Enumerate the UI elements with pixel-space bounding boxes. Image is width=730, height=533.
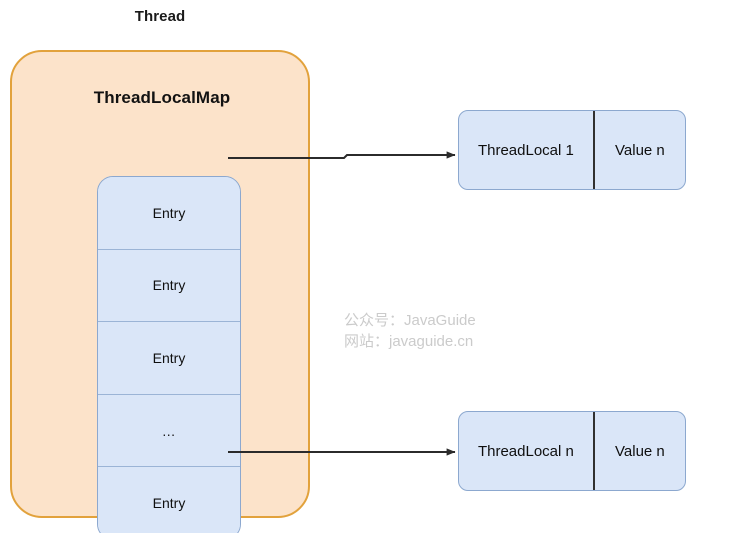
- watermark-line-1: 公众号：JavaGuide: [344, 312, 476, 329]
- entry-list-ellipsis: ...: [98, 394, 240, 468]
- threadlocalmap-entry-list: Entry Entry Entry ... Entry: [97, 176, 241, 533]
- threadlocal-value-n: Value n: [615, 442, 665, 460]
- entry-list-item: Entry: [98, 467, 240, 533]
- threadlocal-box-n: ThreadLocal n Value n: [458, 411, 686, 491]
- watermark-line-2: 网站：javaguide.cn: [344, 333, 474, 350]
- watermark: 公众号：JavaGuide 网站：javaguide.cn: [344, 310, 476, 352]
- threadlocal-key-n: ThreadLocal n: [459, 412, 595, 490]
- threadlocal-box-1: ThreadLocal 1 Value n: [458, 110, 686, 190]
- thread-title: Thread: [134, 8, 186, 25]
- threadlocalmap-title: ThreadLocalMap: [93, 88, 231, 107]
- threadlocal-value-1: Value n: [615, 141, 665, 159]
- entry-list-item: Entry: [98, 322, 240, 395]
- thread-container: ThreadLocalMap Entry Entry Entry ... Ent…: [10, 50, 310, 533]
- entry-list-item: Entry: [98, 249, 240, 323]
- entry-list-item: Entry: [98, 177, 240, 250]
- threadlocal-key-1: ThreadLocal 1: [459, 111, 595, 189]
